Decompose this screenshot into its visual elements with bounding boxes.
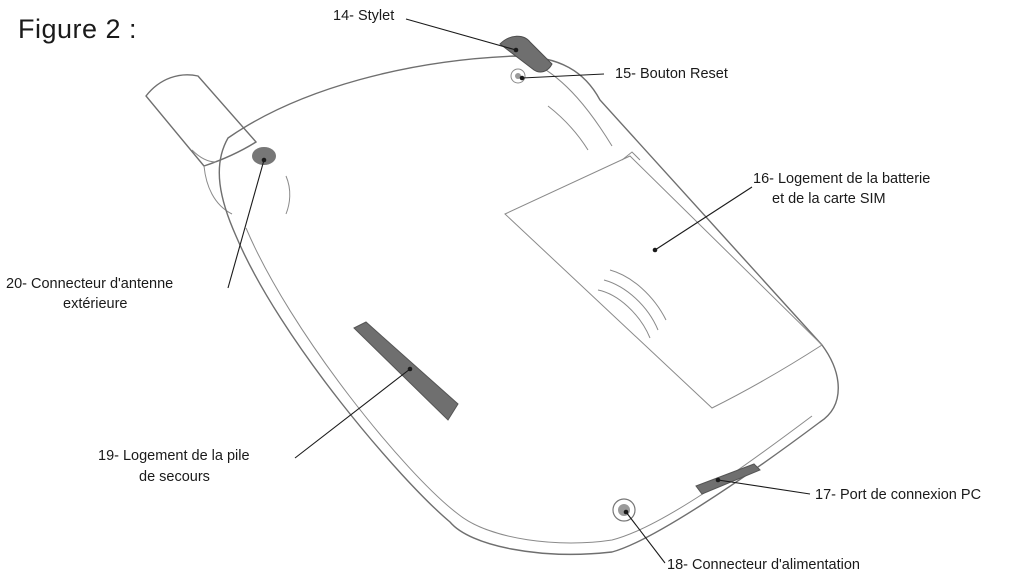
device-body bbox=[218, 55, 839, 555]
antenna-connector bbox=[252, 147, 276, 165]
leader-dots bbox=[261, 47, 721, 515]
label-power-connector: 18- Connecteur d'alimentation bbox=[667, 557, 860, 573]
pc-port bbox=[695, 463, 761, 495]
label-backup-battery-line2: de secours bbox=[139, 469, 210, 485]
label-battery-line2: et de la carte SIM bbox=[772, 191, 886, 207]
stylus bbox=[499, 35, 553, 73]
label-antenna-line1: 20- Connecteur d'antenne bbox=[6, 276, 173, 292]
label-antenna-line2: extérieure bbox=[63, 296, 127, 312]
label-stylet: 14- Stylet bbox=[333, 8, 394, 24]
figure-title: Figure 2 : bbox=[18, 14, 138, 44]
backup-battery-slot bbox=[353, 321, 459, 421]
callout-labels: 14- Stylet 15- Bouton Reset 16- Logement… bbox=[6, 8, 981, 573]
device-illustration bbox=[145, 35, 839, 555]
label-reset-button: 15- Bouton Reset bbox=[615, 66, 728, 82]
label-backup-battery-line1: 19- Logement de la pile bbox=[98, 448, 250, 464]
leader-lines bbox=[227, 18, 811, 564]
battery-cover bbox=[504, 155, 823, 409]
antenna bbox=[145, 74, 258, 167]
label-pc-port: 17- Port de connexion PC bbox=[815, 487, 981, 503]
label-battery-line1: 16- Logement de la batterie bbox=[753, 171, 930, 187]
